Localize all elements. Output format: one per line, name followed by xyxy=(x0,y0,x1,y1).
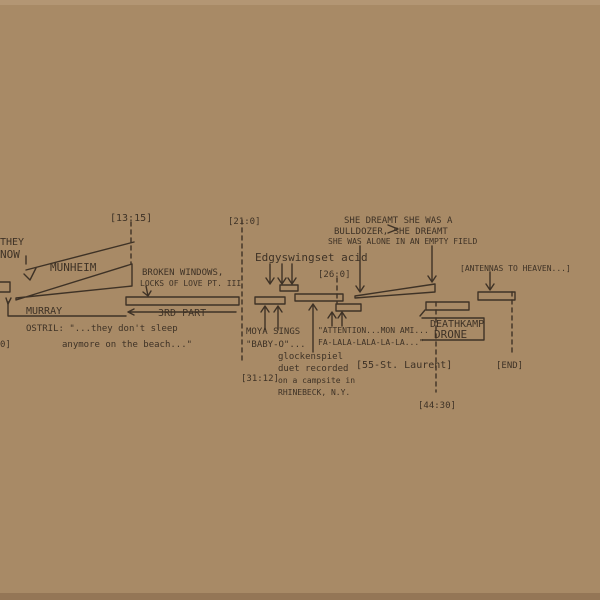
arrow-moya-2 xyxy=(273,305,283,331)
label-anymore: anymore on the beach..." xyxy=(62,340,192,350)
label-time-1: [13:15] xyxy=(110,213,152,224)
arrow-edge-1 xyxy=(265,263,275,285)
label-edge-swing: Edgyswingset acid xyxy=(255,251,368,264)
deathkamp-tick xyxy=(419,309,426,317)
arrow-munheim xyxy=(23,267,37,281)
label-left-edge: 0] xyxy=(0,340,11,350)
label-dreamt-3: SHE WAS ALONE IN AN EMPTY FIELD xyxy=(328,237,477,246)
label-dreamt-1: SHE DREAMT SHE WAS A xyxy=(344,216,453,226)
left-segment xyxy=(0,281,11,293)
arrow-dreamt-1 xyxy=(355,245,365,293)
attention-bar xyxy=(294,293,344,302)
timeline-strokes xyxy=(0,219,516,393)
bulldozer-wedge xyxy=(354,283,436,299)
label-munheim: MUNHEIM xyxy=(50,261,97,274)
arrow-moya-1 xyxy=(260,305,270,331)
label-moya-sings-1: MOYA SINGS xyxy=(246,327,300,337)
top-edge xyxy=(0,0,600,5)
label-time-5: [44:30] xyxy=(418,401,456,411)
label-murray: MURRAY xyxy=(26,306,62,317)
label-broken-windows: BROKEN WINDOWS, xyxy=(142,268,223,278)
label-dreamt-2: BULLDOZER, SHE DREAMT xyxy=(334,227,448,237)
label-attention-1: "ATTENTION...MON AMI... xyxy=(318,326,429,335)
label-now: NOW xyxy=(0,248,20,261)
label-glock-4: RHINEBECK, N.Y. xyxy=(278,388,350,397)
label-st-laurent: [55-St. Laurent] xyxy=(356,360,452,371)
label-drone: DRONE xyxy=(434,328,467,341)
murray-line xyxy=(7,301,127,317)
label-time-4: [31:12] xyxy=(241,374,279,384)
label-deathkamp: DEATHKAMP xyxy=(430,319,484,330)
label-locks-of-love: LOCKS OF LOVE PT. III xyxy=(140,279,241,288)
label-ostril: OSTRIL: "...they don't sleep xyxy=(26,324,178,334)
arrow-glock xyxy=(308,303,318,353)
third-part-arrow xyxy=(127,308,237,316)
antennas-bar xyxy=(477,291,516,301)
arrow-attention-2 xyxy=(337,311,347,327)
label-glock-2: duet recorded xyxy=(278,364,348,374)
label-time-2: [21:0] xyxy=(228,217,261,227)
edge-small-bar xyxy=(279,284,299,292)
arrow-murray xyxy=(5,297,12,305)
bottom-edge xyxy=(0,593,600,600)
arrow-attention-1 xyxy=(327,311,337,327)
arrow-edge-3 xyxy=(287,263,297,285)
label-moya-sings-2: "BABY-O"... xyxy=(246,340,306,350)
label-third-part: 3RD PART xyxy=(158,308,206,319)
arrow-antennas xyxy=(485,271,495,291)
arrow-dreamt-2 xyxy=(427,245,437,283)
label-time-3: [26:0] xyxy=(318,270,351,280)
handwritten-labels: THEY NOW MUNHEIM [13:15] BROKEN WINDOWS,… xyxy=(0,213,571,411)
label-end: [END] xyxy=(496,361,523,371)
moya-bar xyxy=(254,296,286,305)
label-attention-2: FA-LALA-LALA-LA-LA..." xyxy=(318,338,424,347)
deathkamp-box xyxy=(421,317,485,341)
glock-bar xyxy=(335,303,362,312)
label-antennas: [ANTENNAS TO HEAVEN...] xyxy=(460,264,571,273)
arrow-edge-2 xyxy=(277,263,287,285)
munheim-wedge xyxy=(15,263,133,301)
label-glock-1: glockenspiel xyxy=(278,352,343,362)
label-they: THEY xyxy=(0,237,24,248)
munheim-bracket xyxy=(25,241,135,271)
deathkamp-bar xyxy=(425,301,470,311)
third-part-bar xyxy=(125,296,240,306)
label-glock-3: on a campsite in xyxy=(278,376,355,385)
arrow-broken-windows xyxy=(142,285,152,297)
dreamt-scribble xyxy=(387,224,399,234)
